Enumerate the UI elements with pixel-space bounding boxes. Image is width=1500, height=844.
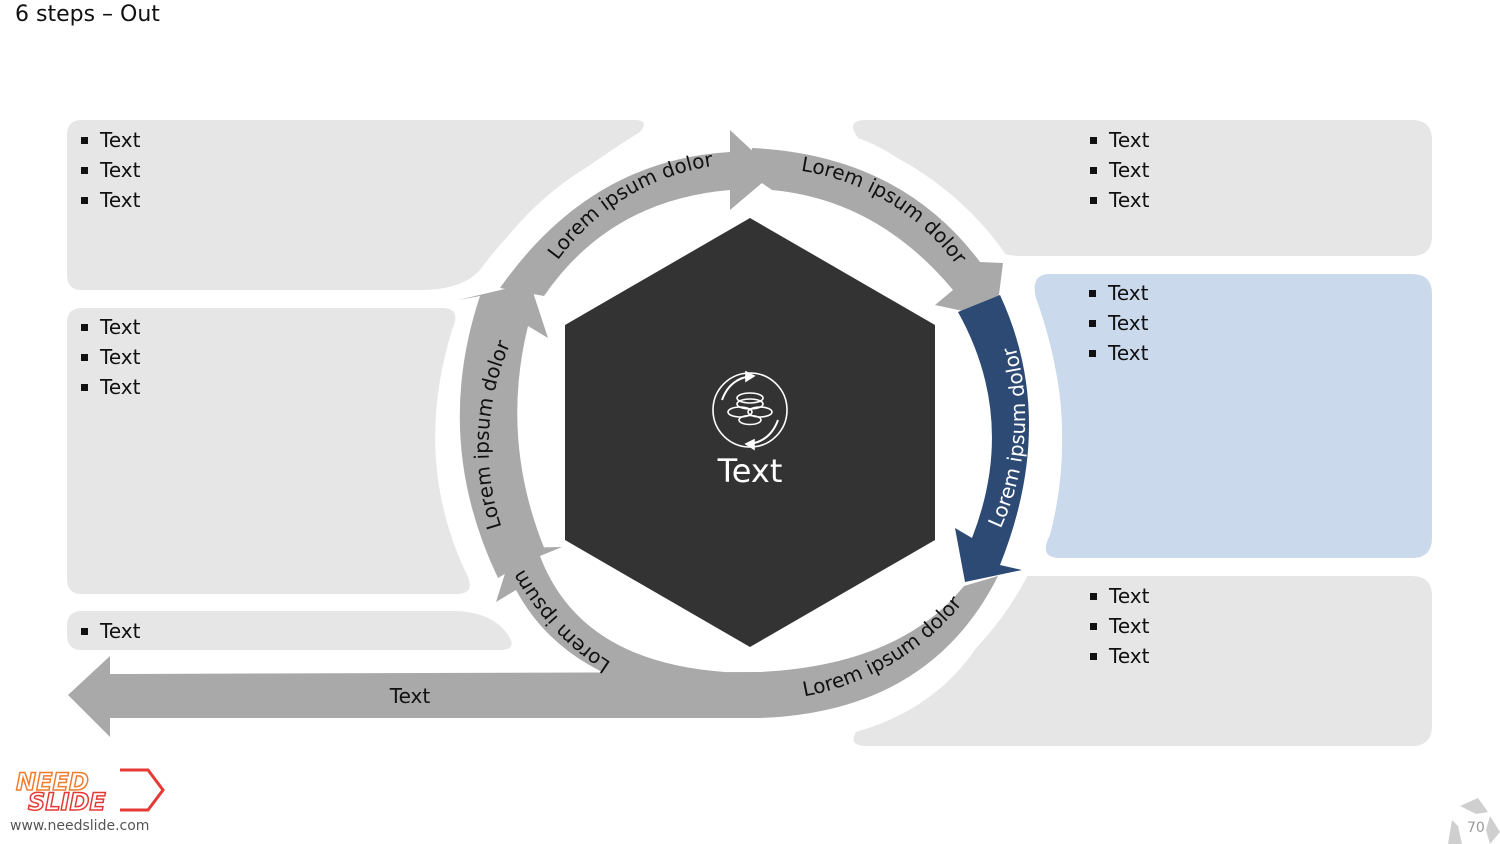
- needslide-logo: NEED SLIDE: [15, 767, 165, 817]
- page-number: 70: [1467, 820, 1485, 836]
- list-item: Text: [1087, 185, 1149, 215]
- panel-mid-left: Text Text Text: [78, 312, 140, 402]
- page-title: 6 steps – Out: [15, 2, 160, 27]
- panel-bottom-left: Text: [78, 616, 140, 646]
- list-item: Text: [78, 372, 140, 402]
- list-item: Text: [1087, 125, 1149, 155]
- arc-arrow-2: [750, 148, 1003, 318]
- coins-cycle-icon: [712, 370, 788, 451]
- arc-arrow-4: [760, 576, 998, 718]
- list-item: Text: [1087, 611, 1149, 641]
- panel-mid-left-bg: [67, 308, 470, 594]
- list-item: Text: [78, 185, 140, 215]
- panel-top-left-bg: [67, 120, 644, 290]
- list-item: Text: [78, 616, 140, 646]
- list-item: Text: [1086, 308, 1148, 338]
- recycle-corner-icon: [1448, 798, 1500, 844]
- panel-top-right: Text Text Text: [1087, 125, 1149, 215]
- list-item: Text: [1087, 641, 1149, 671]
- panel-top-left: Text Text Text: [78, 125, 140, 215]
- arc-arrow-5: [496, 547, 725, 702]
- list-item: Text: [1086, 338, 1148, 368]
- list-item: Text: [1087, 581, 1149, 611]
- arc-arrow-1: [500, 130, 775, 296]
- logo-line2: SLIDE: [28, 788, 106, 816]
- panel-bottom-left-bg: [67, 611, 512, 650]
- logo-line1: NEED: [16, 768, 89, 796]
- arc-arrow-3: [955, 295, 1029, 582]
- out-arrow-label: Text: [389, 684, 431, 708]
- panel-mid-right: Text Text Text: [1086, 278, 1148, 368]
- list-item: Text: [78, 342, 140, 372]
- list-item: Text: [1087, 155, 1149, 185]
- list-item: Text: [78, 125, 140, 155]
- center-hexagon: [565, 218, 935, 647]
- arc-arrow-6: [458, 283, 548, 578]
- website-url: www.needslide.com: [10, 818, 150, 834]
- panel-mid-right-bg: [1034, 274, 1432, 558]
- list-item: Text: [78, 312, 140, 342]
- panel-top-right-bg: [853, 120, 1432, 256]
- center-label: Text: [717, 452, 783, 490]
- list-item: Text: [1086, 278, 1148, 308]
- panel-bottom-right: Text Text Text: [1087, 581, 1149, 671]
- list-item: Text: [78, 155, 140, 185]
- out-arrow: [68, 656, 760, 737]
